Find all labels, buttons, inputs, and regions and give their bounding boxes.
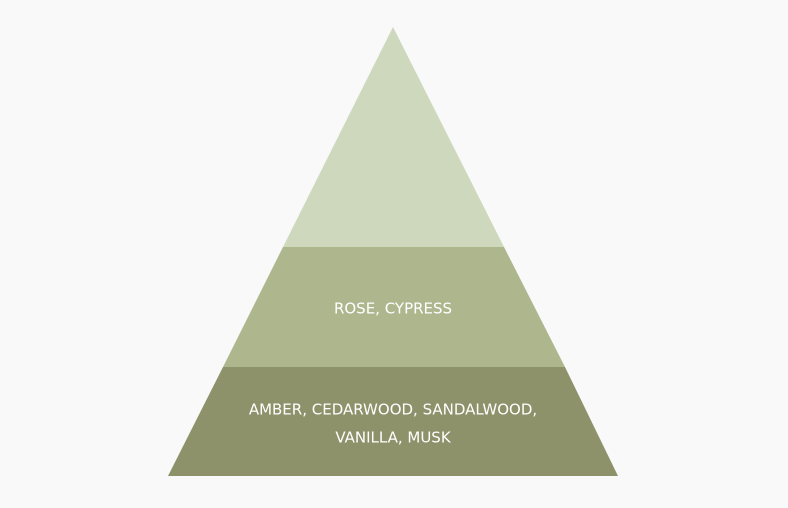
middle-notes-label: ROSE, CYPRESS xyxy=(334,300,452,318)
pyramid-tier-middle xyxy=(223,247,565,367)
base-notes-label-line-2: VANILLA, MUSK xyxy=(335,429,452,447)
pyramid-tier-base xyxy=(168,367,618,476)
pyramid-tier-top xyxy=(283,27,504,247)
base-notes-label-line-1: AMBER, CEDARWOOD, SANDALWOOD, xyxy=(249,401,537,419)
